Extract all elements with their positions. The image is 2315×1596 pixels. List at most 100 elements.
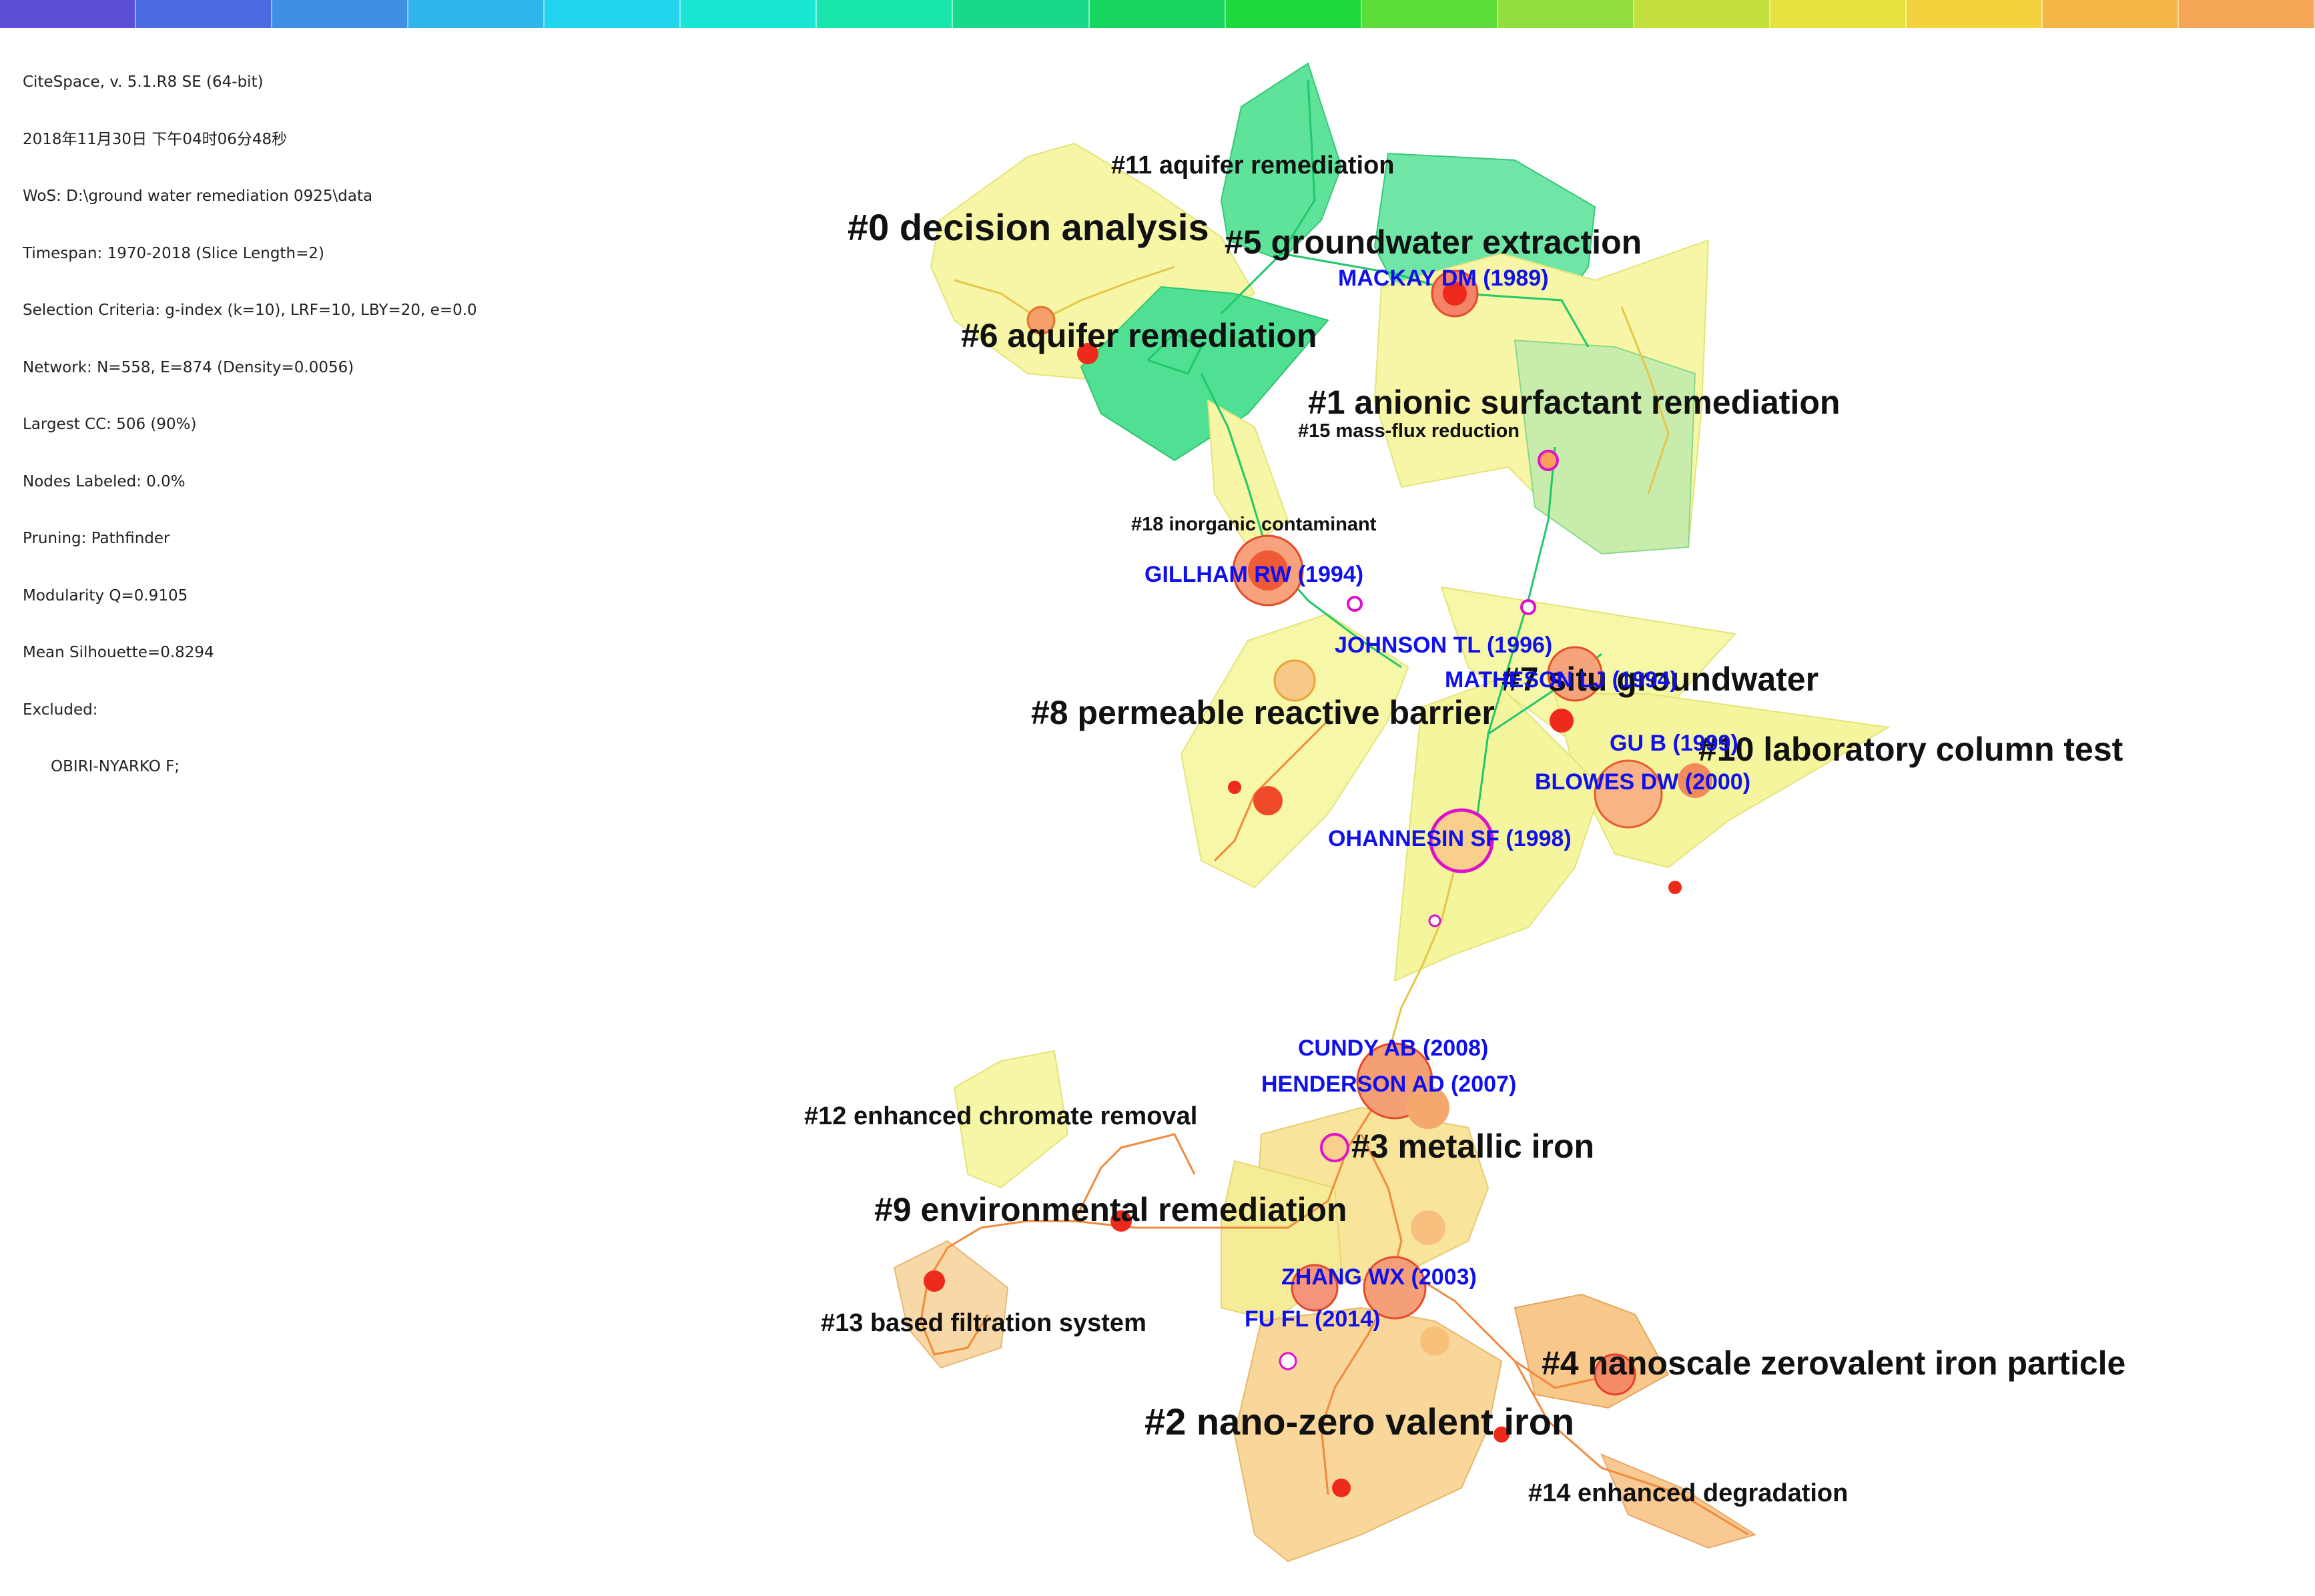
citation-node bbox=[1347, 596, 1363, 612]
ref-label-gub: GU B (1999) bbox=[1610, 731, 1738, 756]
reference-labels: MACKAY DM (1989) GILLHAM RW (1994) JOHNS… bbox=[1144, 266, 1750, 1332]
link bbox=[980, 1054, 1389, 1229]
ref-label-fu: FU FL (2014) bbox=[1245, 1306, 1380, 1332]
cluster-label-10: #10 laboratory column test bbox=[1698, 731, 2123, 768]
citation-node bbox=[1594, 1353, 1636, 1396]
citation-node bbox=[1320, 1133, 1349, 1162]
cluster-label-13: #13 based filtration system bbox=[821, 1309, 1146, 1337]
timeline-color-bar bbox=[0, 0, 2315, 28]
timeline-segment bbox=[2179, 0, 2315, 28]
citation-node bbox=[1420, 1326, 1449, 1356]
citation-node bbox=[1363, 1256, 1427, 1320]
citation-node bbox=[1428, 914, 1441, 927]
timeline-segment bbox=[545, 0, 681, 28]
timeline-segment bbox=[136, 0, 273, 28]
citation-node bbox=[1026, 306, 1056, 335]
cluster-label-8: #8 permeable reactive barrier bbox=[1031, 694, 1495, 731]
network-nodes bbox=[924, 270, 1712, 1497]
info-line: 2018年11月30日 下午04时06分48秒 bbox=[23, 130, 288, 148]
info-line: CiteSpace, v. 5.1.R8 SE (64-bit) bbox=[23, 73, 264, 91]
citation-node bbox=[1547, 646, 1603, 702]
timeline-segment bbox=[1089, 0, 1226, 28]
ref-label-ohannesin: OHANNESIN SF (1998) bbox=[1328, 826, 1572, 851]
citation-node bbox=[1291, 1264, 1339, 1312]
cluster-label-11: #11 aquifer remediation bbox=[1111, 151, 1395, 179]
citation-node bbox=[1077, 343, 1098, 364]
citation-node bbox=[1228, 781, 1241, 794]
link bbox=[1514, 1360, 1749, 1536]
timeline-segment bbox=[272, 0, 409, 28]
citation-node bbox=[1110, 1210, 1132, 1232]
info-line: Excluded: bbox=[23, 701, 98, 719]
citation-node bbox=[1594, 759, 1663, 829]
link bbox=[1073, 1133, 1196, 1222]
info-line: Selection Criteria: g-index (k=10), LRF=… bbox=[23, 302, 477, 319]
ref-label-blowes: BLOWES DW (2000) bbox=[1535, 769, 1750, 795]
cluster-labels: #0 decision analysis #5 groundwater extr… bbox=[804, 151, 2125, 1507]
timeline-segment bbox=[0, 0, 137, 28]
hull-cluster-13 bbox=[893, 1240, 1009, 1369]
citation-node bbox=[1550, 709, 1574, 733]
link bbox=[1473, 446, 1556, 835]
cluster-label-5: #5 groundwater extraction bbox=[1225, 224, 1642, 261]
hull-cluster-18 bbox=[1207, 399, 1289, 548]
cluster-label-3: #3 metallic iron bbox=[1351, 1128, 1594, 1165]
ref-label-matheson: MATHESON LJ (1994) bbox=[1445, 667, 1678, 693]
citation-node bbox=[1538, 450, 1559, 471]
citation-node bbox=[1494, 1427, 1510, 1443]
timeline-segment bbox=[1498, 0, 1634, 28]
cluster-label-2: #2 nano-zero valent iron bbox=[1144, 1401, 1574, 1443]
ref-label-gillham: GILLHAM RW (1994) bbox=[1144, 562, 1363, 587]
info-line: Modularity Q=0.9105 bbox=[23, 586, 188, 605]
citation-node bbox=[1407, 1086, 1449, 1129]
timeline-segment bbox=[408, 0, 545, 28]
info-line: Mean Silhouette=0.8294 bbox=[23, 644, 214, 661]
hull-cluster-14 bbox=[1600, 1453, 1757, 1549]
link bbox=[1620, 306, 1670, 494]
citation-node bbox=[1332, 1479, 1351, 1497]
timeline-segment bbox=[1906, 0, 2043, 28]
cluster-label-18: #18 inorganic contaminant bbox=[1131, 514, 1377, 535]
info-line: Largest CC: 506 (90%) bbox=[23, 416, 197, 433]
ref-label-mackay: MACKAY DM (1989) bbox=[1338, 266, 1549, 291]
timeline-segment bbox=[681, 0, 817, 28]
citation-node bbox=[1273, 659, 1316, 702]
cluster-label-1: #1 anionic surfactant remediation bbox=[1308, 384, 1840, 421]
hull-cluster-8 bbox=[1180, 613, 1409, 889]
timeline-segment bbox=[1361, 0, 1498, 28]
info-line: Timespan: 1970-2018 (Slice Length=2) bbox=[23, 244, 324, 262]
cluster-label-4: #4 nanoscale zerovalent iron particle bbox=[1542, 1344, 2125, 1382]
link bbox=[1220, 79, 1316, 315]
citation-node bbox=[1253, 786, 1283, 815]
timeline-segment bbox=[2042, 0, 2179, 28]
citation-node bbox=[924, 1270, 945, 1292]
citation-node bbox=[1678, 763, 1712, 798]
network-summary-panel: CiteSpace, v. 5.1.R8 SE (64-bit) 2018年11… bbox=[23, 35, 477, 795]
timeline-segment bbox=[953, 0, 1090, 28]
link bbox=[954, 266, 1175, 322]
citation-node bbox=[1520, 599, 1536, 615]
ref-label-cundy: CUNDY AB (2008) bbox=[1298, 1036, 1488, 1061]
hull-cluster-2 bbox=[1233, 1306, 1503, 1563]
cluster-label-14: #14 enhanced degradation bbox=[1528, 1479, 1848, 1507]
hull-cluster-11 bbox=[1220, 62, 1343, 262]
ref-label-henderson: HENDERSON AD (2007) bbox=[1261, 1072, 1516, 1097]
ref-label-johnson: JOHNSON TL (1996) bbox=[1335, 633, 1552, 658]
cluster-label-6: #6 aquifer remediation bbox=[961, 317, 1317, 354]
link bbox=[1146, 332, 1203, 375]
hull-cluster-15 bbox=[1514, 339, 1696, 555]
cluster-label-7: #7 situ groundwater bbox=[1502, 661, 1818, 698]
timeline-segment bbox=[1634, 0, 1770, 28]
hull-cluster-6 bbox=[1080, 286, 1329, 462]
hull-cluster-12 bbox=[953, 1050, 1069, 1189]
citation-node bbox=[1279, 1352, 1297, 1370]
cluster-label-12: #12 enhanced chromate removal bbox=[804, 1102, 1197, 1130]
cluster-label-0: #0 decision analysis bbox=[848, 206, 1209, 248]
info-line: Nodes Labeled: 0.0% bbox=[23, 472, 186, 490]
citation-node bbox=[1429, 808, 1494, 873]
info-line: OBIRI-NYARKO F; bbox=[51, 758, 180, 775]
citation-node bbox=[1248, 550, 1288, 590]
citation-node bbox=[1668, 881, 1682, 894]
hull-cluster-ohannesin bbox=[1393, 679, 1603, 982]
